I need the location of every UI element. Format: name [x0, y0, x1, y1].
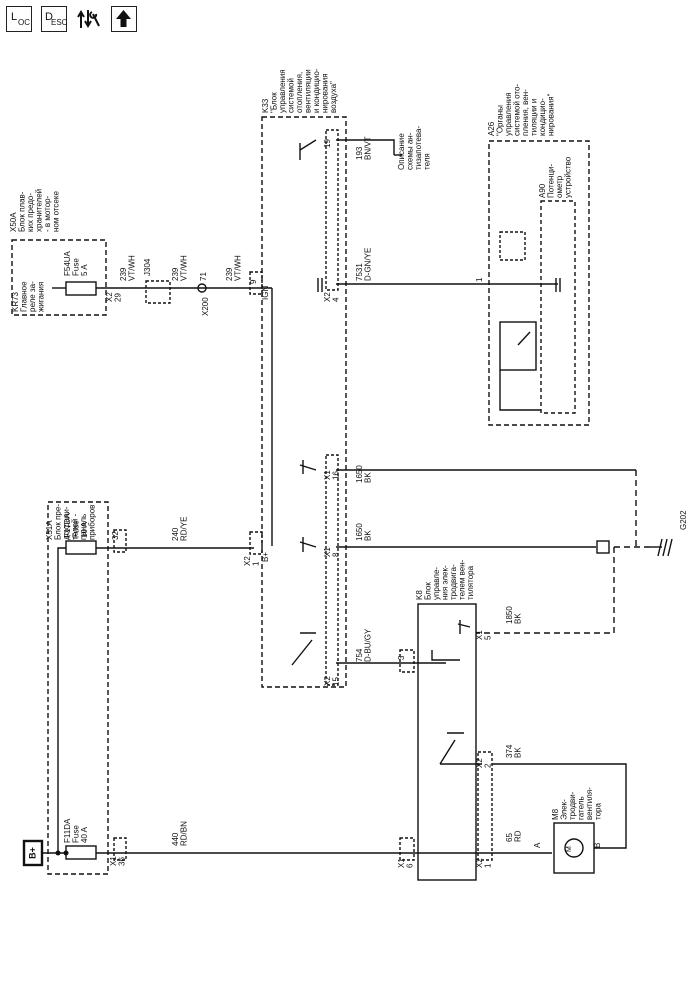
wire-239a-label: 239VT/WH [119, 255, 137, 281]
description-button-label: D [45, 11, 53, 23]
wire-7531-label: 7531D-GN/YE [355, 248, 373, 281]
wire-1650b-label: 1650BK [355, 523, 373, 541]
m8-label: M8Элек-тродви-гательвентиля-тора [551, 787, 603, 820]
wire-193-label: 193BN/VT [355, 136, 373, 160]
wire-65-label: 65RD [505, 830, 523, 842]
k8-box [417, 603, 477, 881]
desc-ref-label: Описаниесхемы ан-тизапотева-теля [397, 126, 432, 170]
x51a-label: X51AБлок пре-дохрани-телей -панельприбор… [45, 504, 97, 540]
a26-label: A26"Органыуправлениясистемой ото-пления,… [487, 84, 556, 136]
ign-label: IGN [261, 286, 270, 300]
description-button-sub: ESC [51, 18, 68, 27]
x50a-box [11, 239, 107, 316]
f11da-label: F11DAFuse40 A [63, 818, 89, 843]
a90-box [540, 200, 576, 414]
motor-m: M [566, 846, 573, 852]
location-button-sub: OC [18, 18, 30, 27]
wire-239b-label: 239VT/WH [171, 255, 189, 281]
pin-19: 19 [323, 139, 332, 148]
wire-1650a-label: 1650BK [355, 465, 373, 483]
pin-3: 3 [397, 655, 406, 660]
flow-button[interactable] [76, 6, 102, 32]
pin-a26-1: 1 [475, 277, 484, 282]
pin-x2-29: X229 [105, 292, 123, 302]
k8-label: K8Блокуправле-ния элек-тродвига-телем ве… [415, 559, 475, 600]
description-button[interactable]: D ESC [41, 6, 67, 32]
x51a-box [47, 501, 109, 875]
location-button-label: L [11, 11, 18, 23]
wrench-arrows-icon [77, 10, 100, 28]
pin-9: 9 [249, 279, 258, 284]
a26-box [488, 140, 590, 426]
f54ua-label: F54UAFuse5 A [63, 250, 89, 276]
k33-label: K33"Блокуправлениясистемойотопления,вент… [261, 68, 338, 113]
pin-x1-6: X16 [397, 858, 415, 868]
x200-label: X200 [201, 297, 210, 316]
g202-label: G202 [679, 510, 688, 530]
pin-x1-8: X18 [323, 547, 341, 557]
m8-box [553, 822, 595, 874]
k33-box [261, 116, 347, 688]
wire-239c-label: 239VT/WH [225, 255, 243, 281]
pin-32: 32 [111, 531, 120, 540]
wire-374-label: 374BK [505, 744, 523, 758]
wire-440-label: 440RD/BN [171, 821, 189, 846]
pin-x2-1: X21 [243, 556, 261, 566]
toolbar: L OC D ESC [6, 6, 137, 32]
motor-a: A [533, 842, 542, 848]
pin-x2-2: X22 [475, 758, 493, 768]
bplus-pin-label: B+ [261, 552, 270, 562]
motor-b: B [593, 843, 602, 848]
pin-71: 71 [199, 272, 208, 281]
location-button[interactable]: L OC [6, 6, 32, 32]
wire-240-label: 240RD/YE [171, 517, 189, 541]
kr73-label: KR73Главноереле за-жигания [11, 281, 46, 312]
pin-x2-1b: X21 [475, 858, 493, 868]
pin-x2-4: X24 [323, 292, 341, 302]
x50a-label: X50AБлок плав-ких предо-хранителей- в мо… [9, 189, 61, 232]
pin-x1-5: X15 [475, 630, 493, 640]
wire-754-label: 754D-BU/GY [355, 628, 373, 662]
arrow-up-icon [116, 10, 131, 27]
pin-x1-36: X136 [109, 856, 127, 866]
pin-x1-16: X116 [323, 470, 341, 480]
pin-x2-15: X215 [323, 676, 341, 686]
up-button[interactable] [111, 6, 137, 32]
j304-label: J304 [143, 258, 152, 276]
f17da-label: F17DAFuse10 A [63, 512, 89, 538]
wire-1850-label: 1850BK [505, 606, 523, 624]
a90-label: A90Потенци-ометрустройство [538, 156, 573, 198]
bplus-label: B+ [27, 847, 37, 859]
